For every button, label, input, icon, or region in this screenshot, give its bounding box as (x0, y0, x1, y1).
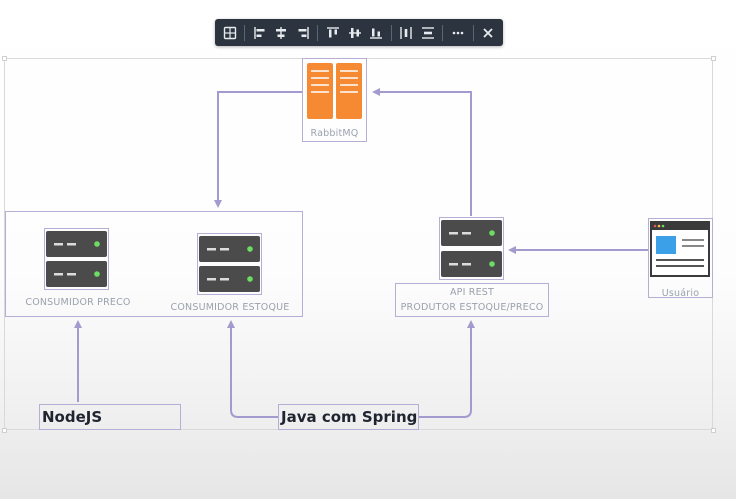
api-rest-label-box (395, 283, 549, 317)
resize-handle[interactable] (711, 56, 716, 61)
usuario-node[interactable] (648, 218, 713, 298)
consumidor-preco-label: CONSUMIDOR PRECO (25, 297, 131, 308)
resize-handle[interactable] (711, 428, 716, 433)
api-rest-label: API REST (449, 287, 495, 298)
grid-icon[interactable] (220, 23, 239, 43)
consumers-group[interactable] (5, 211, 303, 317)
nodejs-text-box[interactable]: NodeJS (39, 404, 181, 430)
connector-java-to-api (419, 320, 475, 418)
browser-window-icon (650, 221, 710, 277)
connector-api-to-rabbitmq (372, 88, 472, 216)
server-icon (441, 220, 502, 277)
toolbar-separator (317, 24, 319, 41)
align-center-icon[interactable] (272, 23, 291, 43)
align-right-icon[interactable] (293, 23, 312, 43)
toolbar-separator (442, 24, 444, 41)
api-rest-sublabel: PRODUTOR ESTOQUE/PRECO (400, 302, 544, 313)
align-left-icon[interactable] (250, 23, 269, 43)
rabbitmq-label: RabbitMQ (310, 128, 359, 139)
java-spring-text-box[interactable]: Java com Spring (278, 404, 419, 430)
consumidor-estoque-label: CONSUMIDOR ESTOQUE (170, 302, 290, 313)
connector-rabbitmq-to-consumers (214, 91, 302, 208)
connector-java-to-consumidor-estoque (227, 320, 279, 418)
distribute-vertical-icon[interactable] (418, 23, 437, 43)
rabbitmq-node[interactable] (302, 58, 367, 142)
toolbar-separator (472, 24, 474, 41)
toolbar-separator (244, 24, 246, 41)
more-icon[interactable] (448, 23, 467, 43)
alignment-toolbar (215, 19, 503, 46)
server-icon (199, 236, 260, 292)
usuario-label: Usuário (661, 288, 700, 299)
consumidor-estoque-node[interactable] (197, 233, 262, 295)
rabbitmq-icon (307, 63, 362, 119)
align-top-icon[interactable] (323, 23, 342, 43)
resize-handle[interactable] (2, 56, 7, 61)
distribute-horizontal-icon[interactable] (397, 23, 416, 43)
consumidor-preco-node[interactable] (44, 228, 109, 290)
api-rest-node[interactable] (439, 217, 504, 280)
toolbar-separator (390, 24, 392, 41)
resize-handle[interactable] (2, 428, 7, 433)
server-icon (46, 231, 107, 287)
align-middle-icon[interactable] (345, 23, 364, 43)
close-icon[interactable] (479, 23, 498, 43)
align-bottom-icon[interactable] (366, 23, 385, 43)
